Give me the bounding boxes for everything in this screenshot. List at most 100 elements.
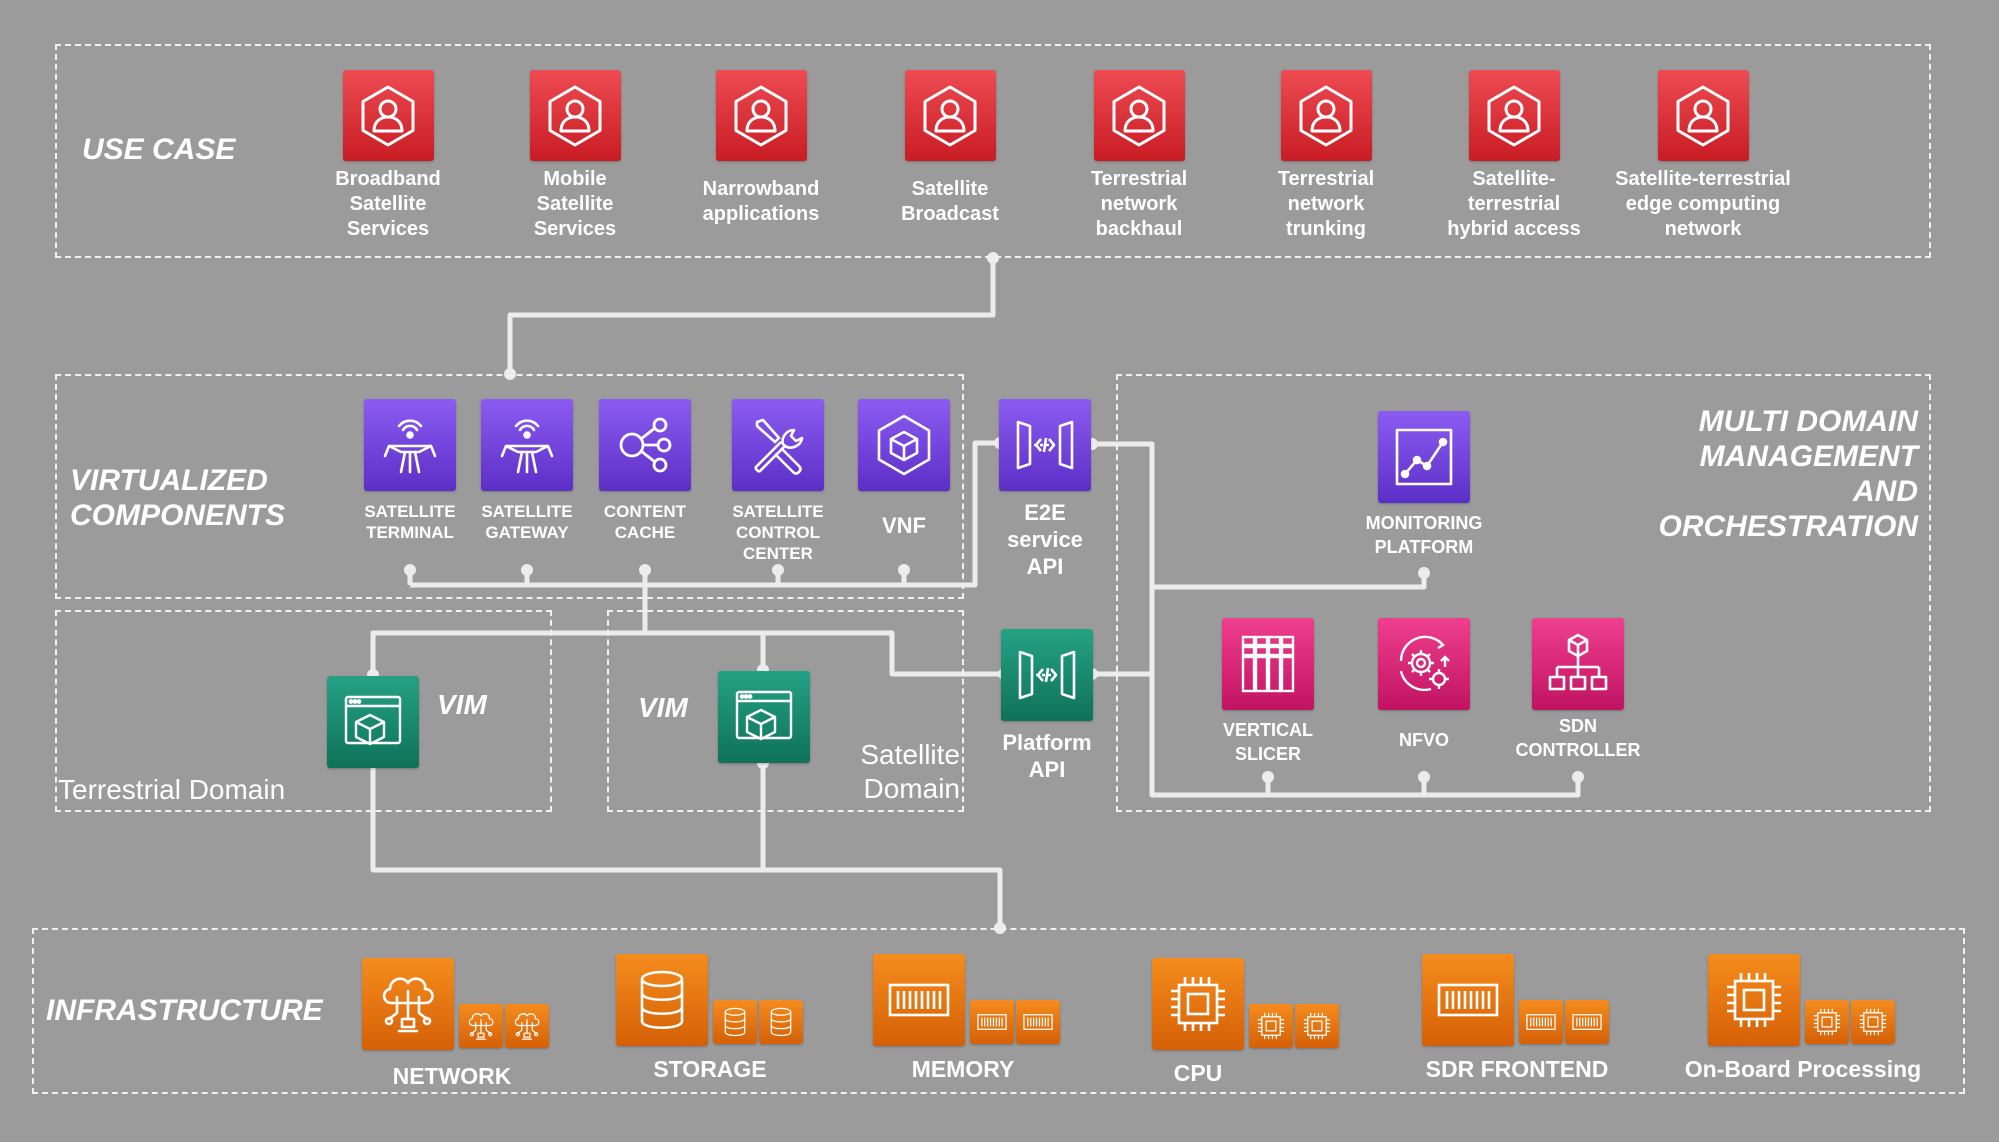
infra-label: STORAGE	[653, 1056, 767, 1082]
user-hexagon-icon	[1657, 70, 1749, 161]
use-case-label: Mobile Satellite Services	[533, 168, 617, 240]
use-case-terrestrial-network-trunking: Terrestrial network trunking	[1240, 70, 1412, 242]
database-icon	[616, 954, 708, 1046]
vertical-slicer: VERTICAL SLICER	[1193, 618, 1343, 766]
connector-dot	[898, 564, 910, 576]
monitoring-platform: MONITORING PLATFORM	[1349, 411, 1499, 559]
connector-dot	[404, 564, 416, 576]
management-label: MONITORING PLATFORM	[1365, 513, 1483, 557]
component-satellite-gateway: SATELLITE GATEWAY	[467, 399, 587, 543]
user-hexagon-icon	[904, 70, 996, 161]
connector-dot	[521, 564, 533, 576]
infrastructure-title: INFRASTRUCTURE	[46, 994, 323, 1027]
component-label: SATELLITE CONTROL CENTER	[732, 502, 824, 563]
use-case-to-components-line	[507, 258, 996, 374]
use-case-title: USE CASE	[82, 133, 236, 166]
use-case-label: Satellite Broadcast	[901, 178, 999, 225]
components-bus-line	[410, 440, 1000, 588]
use-case-satellite-broadcast: Satellite Broadcast	[864, 70, 1036, 227]
component-satellite-terminal: SATELLITE TERMINAL	[350, 399, 470, 543]
management-label: SDN CONTROLLER	[1515, 716, 1641, 760]
user-hexagon-icon	[342, 70, 434, 161]
user-hexagon-icon	[1093, 70, 1185, 161]
chip-icon	[1851, 1000, 1895, 1044]
infra-label: SDR FRONTEND	[1425, 1056, 1609, 1082]
user-hexagon-icon	[529, 70, 621, 161]
use-case-broadband-satellite-services: Broadband Satellite Services	[302, 70, 474, 242]
satellite-domain-label: Satellite Domain	[860, 739, 960, 804]
multi-domain-box	[1116, 374, 1931, 812]
infra-storage: STORAGE	[616, 954, 803, 1082]
management-label: NFVO	[1398, 730, 1449, 750]
multi-domain-title: MULTI DOMAIN MANAGEMENT AND ORCHESTRATIO…	[1658, 405, 1918, 543]
connector-dot	[1572, 771, 1584, 783]
user-hexagon-icon	[715, 70, 807, 161]
cube-icon	[858, 399, 950, 491]
infra-network: NETWORK	[362, 958, 549, 1089]
api-label: Platform API	[1002, 730, 1092, 782]
database-icon	[759, 1000, 803, 1044]
component-label: VNF	[882, 513, 926, 538]
connector-dot	[639, 564, 651, 576]
use-case-label: Terrestrial network trunking	[1277, 168, 1375, 240]
use-case-label: Satellite-terrestrial edge computing net…	[1615, 168, 1791, 240]
memory-icon	[1565, 1000, 1609, 1044]
vim-to-infrastructure-line	[370, 763, 1003, 928]
cloud-network-icon	[459, 1004, 503, 1048]
terrestrial-vim-label: VIM	[437, 689, 487, 720]
database-icon	[713, 1000, 757, 1044]
satellite-vim-label: VIM	[638, 692, 688, 723]
chip-icon	[1805, 1000, 1849, 1044]
memory-icon	[873, 954, 965, 1046]
cloud-network-icon	[362, 958, 454, 1050]
infra-sdr-frontend: SDR FRONTEND	[1422, 954, 1609, 1082]
use-case-narrowband-applications: Narrowband applications	[675, 70, 847, 227]
connector-dot	[772, 564, 784, 576]
e2e-service-api: E2E service API	[985, 399, 1105, 580]
infra-label: NETWORK	[392, 1063, 512, 1089]
terrestrial-domain-label: Terrestrial Domain	[58, 774, 286, 805]
component-vnf: VNF	[844, 399, 964, 538]
e2e-to-management-line	[1092, 441, 1581, 798]
hierarchy-icon	[1532, 618, 1624, 710]
use-case-label: Broadband Satellite Services	[335, 168, 441, 240]
infra-label: On-Board Processing	[1684, 1056, 1922, 1082]
vim-bus-line	[370, 630, 1004, 677]
api-label: E2E service API	[1007, 500, 1083, 579]
use-case-mobile-satellite-services: Mobile Satellite Services	[489, 70, 661, 242]
use-case-terrestrial-network-backhaul: Terrestrial network backhaul	[1053, 70, 1225, 242]
connector-dot	[1262, 771, 1274, 783]
satellite-domain-box	[607, 610, 964, 812]
terrestrial-vim-icon	[327, 676, 419, 768]
use-case-label: Terrestrial network backhaul	[1090, 168, 1188, 240]
connector-dot	[1418, 567, 1430, 579]
monitoring-chart-icon	[1378, 411, 1470, 503]
api-gateway-icon	[1001, 629, 1093, 721]
component-label: CONTENT CACHE	[603, 502, 687, 542]
chip-icon	[1295, 1004, 1339, 1048]
virtualized-components-box	[55, 374, 964, 599]
satellite-vim-icon	[718, 671, 810, 763]
share-nodes-icon	[599, 399, 691, 491]
user-hexagon-icon	[1468, 70, 1560, 161]
use-case-box	[55, 44, 1931, 258]
satellite-dish-icon	[481, 399, 573, 491]
component-satellite-control-center: SATELLITE CONTROL CENTER	[718, 399, 838, 564]
grid-slicer-icon	[1222, 618, 1314, 710]
platform-api: Platform API	[987, 629, 1107, 783]
cloud-network-icon	[505, 1004, 549, 1048]
infra-cpu: CPU	[1152, 958, 1339, 1086]
connector-dot	[1418, 771, 1430, 783]
use-case-label: Satellite- terrestrial hybrid access	[1447, 168, 1581, 240]
use-case-label: Narrowband applications	[702, 178, 820, 225]
gears-cycle-icon	[1378, 618, 1470, 710]
infra-label: MEMORY	[911, 1056, 1015, 1082]
chip-icon	[1708, 954, 1800, 1046]
terrestrial-domain-box	[55, 610, 552, 812]
use-case-hybrid-access: Satellite- terrestrial hybrid access	[1428, 70, 1600, 242]
component-content-cache: CONTENT CACHE	[585, 399, 705, 543]
memory-icon	[970, 1000, 1014, 1044]
virtualized-components-title: VIRTUALIZED COMPONENTS	[70, 464, 286, 532]
